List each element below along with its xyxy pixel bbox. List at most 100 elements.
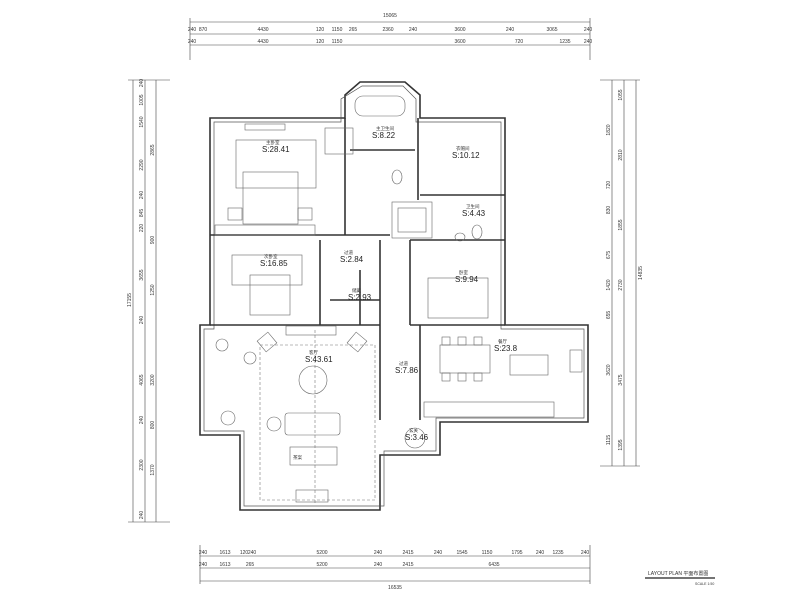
room-area: S:4.43 [462, 209, 486, 218]
armchair [346, 331, 368, 353]
second-bed [249, 274, 291, 316]
dimension-label: 120 [240, 550, 249, 556]
room-labels: 主卧室S:28.41主卫生间S:8.22衣帽间S:10.12卫生间S:4.43次… [260, 125, 518, 442]
dimension-label: 2300 [139, 459, 145, 470]
sink [569, 349, 583, 373]
washbasin [454, 232, 466, 242]
dimension-label: 240 [409, 27, 418, 33]
room-name: 主卧室 [266, 139, 280, 146]
room-area: S:43.61 [305, 355, 333, 364]
dimension-label: 1150 [482, 550, 493, 556]
dimension-label: 720 [606, 181, 612, 190]
dimension-label: 1613 [219, 550, 230, 556]
room-area: S:10.12 [452, 151, 480, 160]
room-name: 卫生间 [466, 203, 480, 210]
dimension-label: 1370 [150, 464, 156, 475]
skylight [391, 201, 433, 239]
dimension-label: 2865 [150, 144, 156, 155]
dimension-label: 4065 [139, 374, 145, 385]
dimension-label: 220 [139, 224, 145, 233]
room-area: S:23.8 [494, 344, 518, 353]
walls [199, 81, 589, 511]
tea-table [289, 446, 338, 466]
armchair [256, 331, 278, 353]
dimension-label: 3600 [454, 27, 465, 33]
shower [324, 127, 354, 155]
dimension-label: 675 [606, 251, 612, 260]
dimension-label: 120 [316, 39, 325, 45]
room-area: S:16.85 [260, 259, 288, 268]
dimension-label: 240 [188, 27, 197, 33]
dimension-label: 240 [374, 562, 383, 568]
room-area: S:8.22 [372, 131, 396, 140]
dimension-label: 1820 [606, 124, 612, 135]
dimension-label: 720 [515, 39, 524, 45]
room-name: 客厅 [309, 349, 318, 356]
dimension-label: 240 [581, 550, 590, 556]
dimension-label: 2360 [382, 27, 393, 33]
dimension-label: 6435 [488, 562, 499, 568]
dimension-label: 1855 [618, 219, 624, 230]
tv-cabinet [285, 325, 337, 336]
dimension-label: 240 [584, 27, 593, 33]
kitchen-counter [423, 401, 555, 418]
dimension-label: 3620 [606, 364, 612, 375]
dimension-label: 870 [199, 27, 208, 33]
dimension-label: 2290 [139, 159, 145, 170]
fireplace [295, 489, 329, 503]
dimension-label: 4430 [257, 27, 268, 33]
dimension-label: 240 [199, 562, 208, 568]
dimension-label: 240 [188, 39, 197, 45]
room-name: 次卧室 [264, 253, 278, 260]
dimension-lines [128, 18, 640, 584]
dimension-label: 240 [199, 550, 208, 556]
dimension-label: 120 [316, 27, 325, 33]
dimension-label: 2730 [618, 279, 624, 290]
round-ottoman [298, 365, 328, 395]
dimension-label: 240 [536, 550, 545, 556]
dimension-label: 2415 [402, 562, 413, 568]
overall-bottom-dimension: 16535 [388, 585, 402, 591]
dimension-label: 265 [349, 27, 358, 33]
room-name: 玄关 [409, 427, 418, 434]
dimension-label: 3655 [139, 269, 145, 280]
dimension-label: 1250 [150, 284, 156, 295]
overall-top-dimension: 15065 [383, 13, 397, 19]
dimension-label: 5200 [316, 550, 327, 556]
dining-table [439, 344, 491, 374]
dimension-label: 900 [150, 236, 156, 245]
room-name: 餐厅 [498, 338, 507, 345]
dimension-label: 1235 [552, 550, 563, 556]
dimension-label: 3475 [618, 374, 624, 385]
dimension-label: 2810 [618, 149, 624, 160]
living-rug [259, 344, 376, 501]
dimension-label: 265 [246, 562, 255, 568]
dimension-label: 240 [584, 39, 593, 45]
dimension-label: 3065 [546, 27, 557, 33]
dimension-label: 830 [606, 206, 612, 215]
tea-table-label: 茶案 [293, 454, 302, 461]
dimension-label: 3600 [454, 39, 465, 45]
room-area: S:9.94 [455, 275, 479, 284]
master-bed [242, 171, 299, 225]
room-name: 卧室 [459, 269, 468, 276]
third-bed [427, 277, 489, 319]
dimension-label: 1115 [606, 435, 612, 446]
dimension-label: 1150 [332, 39, 343, 45]
furniture: 茶案 [214, 95, 583, 505]
dimension-label: 1545 [456, 550, 467, 556]
plant [215, 338, 229, 352]
dimension-label: 240 [139, 416, 145, 425]
dimension-label: 240 [139, 316, 145, 325]
dimension-label: 2415 [402, 550, 413, 556]
dimension-label: 1055 [618, 89, 624, 100]
dimension-label: 1005 [139, 94, 145, 105]
toilet [391, 169, 403, 185]
dimension-label: 240 [248, 550, 257, 556]
room-area: S:3.46 [405, 433, 429, 442]
overall-left-dimension: 17155 [127, 293, 133, 307]
dimension-label: 240 [139, 79, 145, 88]
bathtub [354, 95, 406, 117]
